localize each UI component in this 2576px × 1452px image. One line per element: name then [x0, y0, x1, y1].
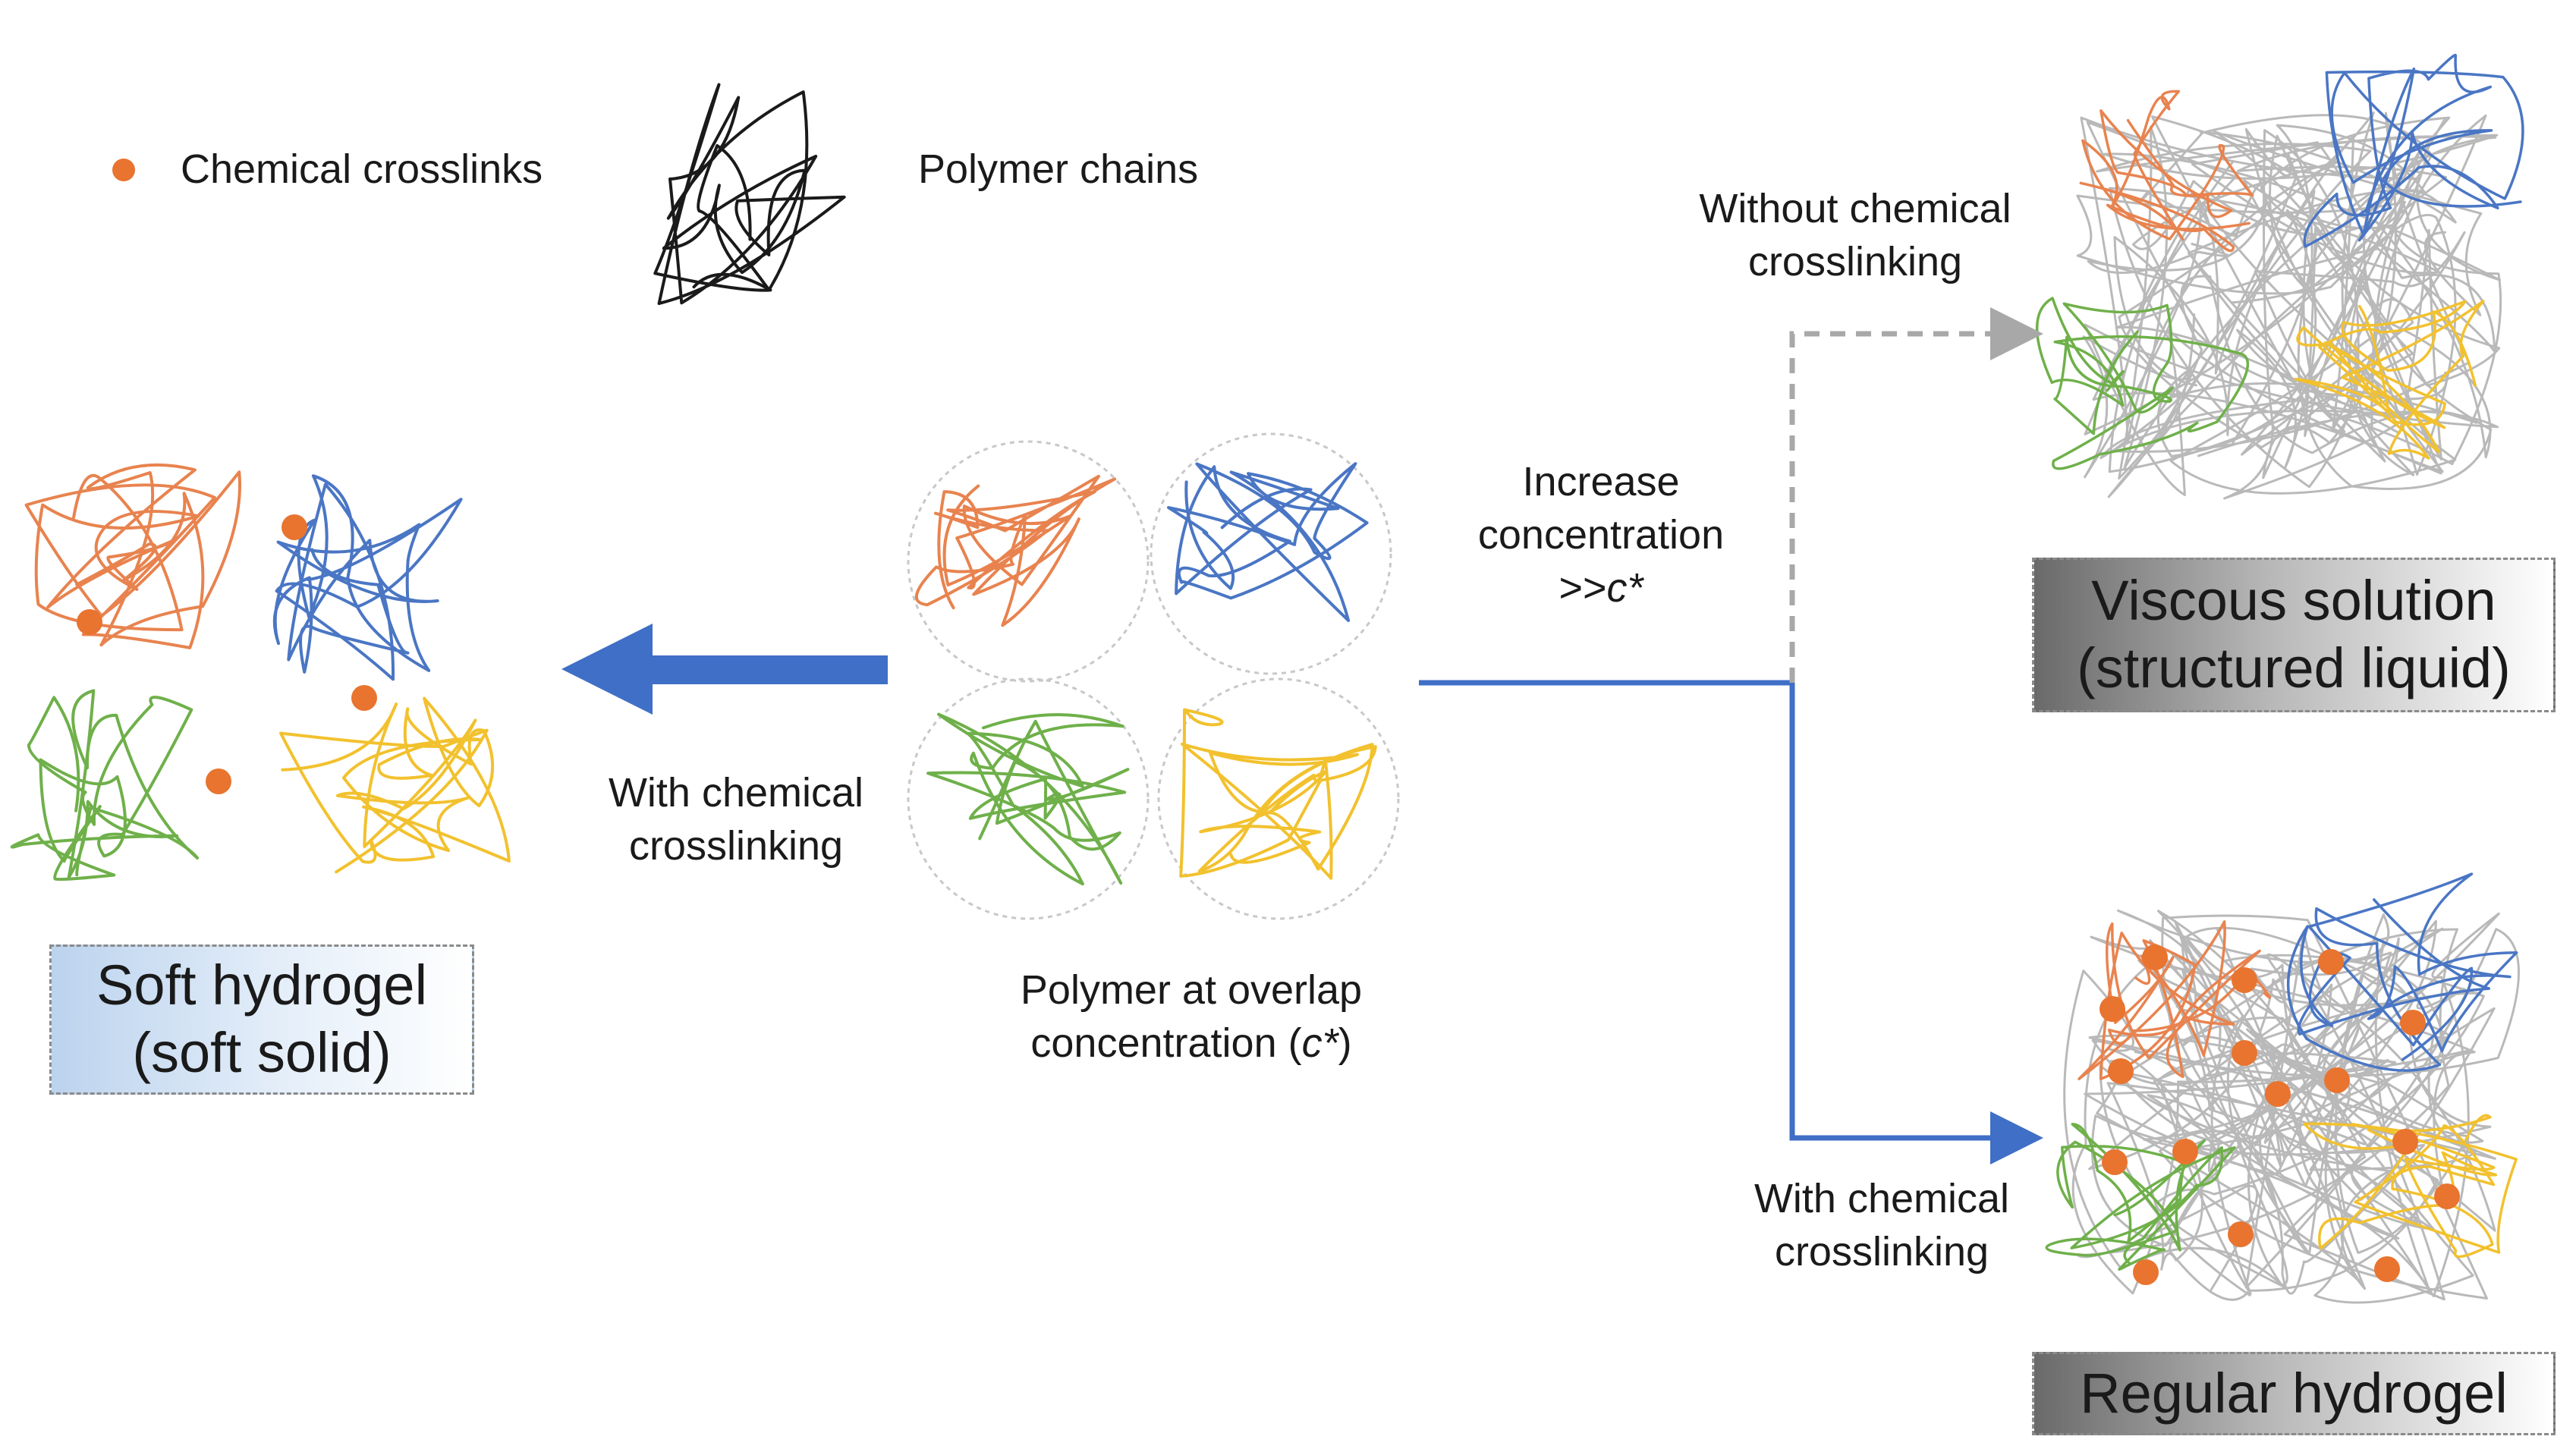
crosslink-dot: [2142, 944, 2168, 970]
overlap-circle-green: [907, 677, 1150, 920]
legend-polymer-chain-icon: [653, 83, 846, 305]
chain-grey: [2109, 116, 2496, 489]
with-crosslinking-label-left: With chemical crosslinking: [608, 770, 864, 869]
chain-yellow: [2294, 300, 2485, 460]
chain-yellow: [2303, 1114, 2518, 1259]
chain-blue: [272, 474, 463, 681]
crosslink-dot: [2232, 1040, 2257, 1066]
without-crosslinking-label: Without chemical crosslinking: [1699, 186, 2011, 285]
crosslink-dot: [351, 685, 377, 711]
overlap-circle-orange: [907, 440, 1150, 683]
overlap-circle-yellow: [1157, 677, 1400, 920]
overlap-circle-blue: [1150, 432, 1392, 675]
chain-orange: [24, 463, 241, 649]
crosslink-dot: [2108, 1058, 2134, 1084]
crosslink-dot: [2172, 1139, 2198, 1164]
chain-green: [2045, 1123, 2236, 1271]
legend-chains-label: Polymer chains: [918, 146, 1199, 192]
chain-grey: [2080, 116, 2501, 495]
crosslink-dot: [2318, 949, 2344, 975]
chain-blue: [2287, 872, 2518, 1072]
crosslink-dot: [2099, 996, 2125, 1022]
crosslink-dot: [206, 768, 231, 794]
crosslink-dot: [2232, 967, 2257, 993]
crosslink-dot: [2392, 1129, 2418, 1155]
soft-hydrogel-network: [10, 463, 511, 882]
left-arrow: [561, 624, 888, 715]
soft-hydrogel-box: Soft hydrogel (soft solid): [49, 944, 474, 1095]
legend-crosslink-dot: [112, 159, 135, 181]
chain-orange: [914, 474, 1117, 627]
crosslink-dot: [2434, 1183, 2460, 1209]
chain-grey: [2063, 926, 2496, 1288]
crosslink-dot: [2374, 1256, 2400, 1282]
branch-line-dashed: [1789, 307, 2043, 683]
overlap-circles: [907, 432, 1400, 920]
crosslink-dot: [2228, 1221, 2254, 1247]
chain-orange: [2079, 90, 2254, 253]
crosslink-dot: [2400, 1010, 2426, 1036]
chain-green: [10, 689, 200, 882]
branch-line-solid: [1419, 680, 2043, 1164]
chain-green: [926, 712, 1130, 886]
overlap-caption: Polymer at overlap concentration (c*): [1020, 967, 1363, 1067]
crosslink-dot: [77, 609, 102, 635]
crosslink-dot: [2133, 1259, 2159, 1285]
chain-blue: [2303, 53, 2524, 248]
chain-yellow: [279, 696, 511, 874]
crosslink-dot: [282, 514, 307, 540]
chain-blue: [1167, 462, 1369, 622]
viscous-solution-box: Viscous solution (structured liquid): [2032, 558, 2556, 712]
chain-orange: [2077, 920, 2272, 1080]
chain-green: [2035, 297, 2250, 470]
polymer-chain-icon: [653, 83, 846, 305]
increase-concentration-label: Increase concentration >>c*: [1477, 459, 1725, 611]
with-crosslinking-label-right: With chemical crosslinking: [1754, 1176, 2010, 1275]
chain-grey: [2084, 912, 2500, 1304]
overlap-network: [914, 462, 1377, 886]
crosslink-dot: [2265, 1081, 2291, 1107]
regular-hydrogel-network: [2045, 872, 2521, 1304]
regular-hydrogel-box: Regular hydrogel: [2032, 1352, 2556, 1435]
crosslink-dot: [2102, 1149, 2128, 1175]
crosslink-dot: [2324, 1067, 2350, 1093]
legend-crosslinks-label: Chemical crosslinks: [181, 146, 543, 192]
viscous-solution-network: [2035, 53, 2524, 500]
chain-yellow: [1179, 708, 1377, 880]
